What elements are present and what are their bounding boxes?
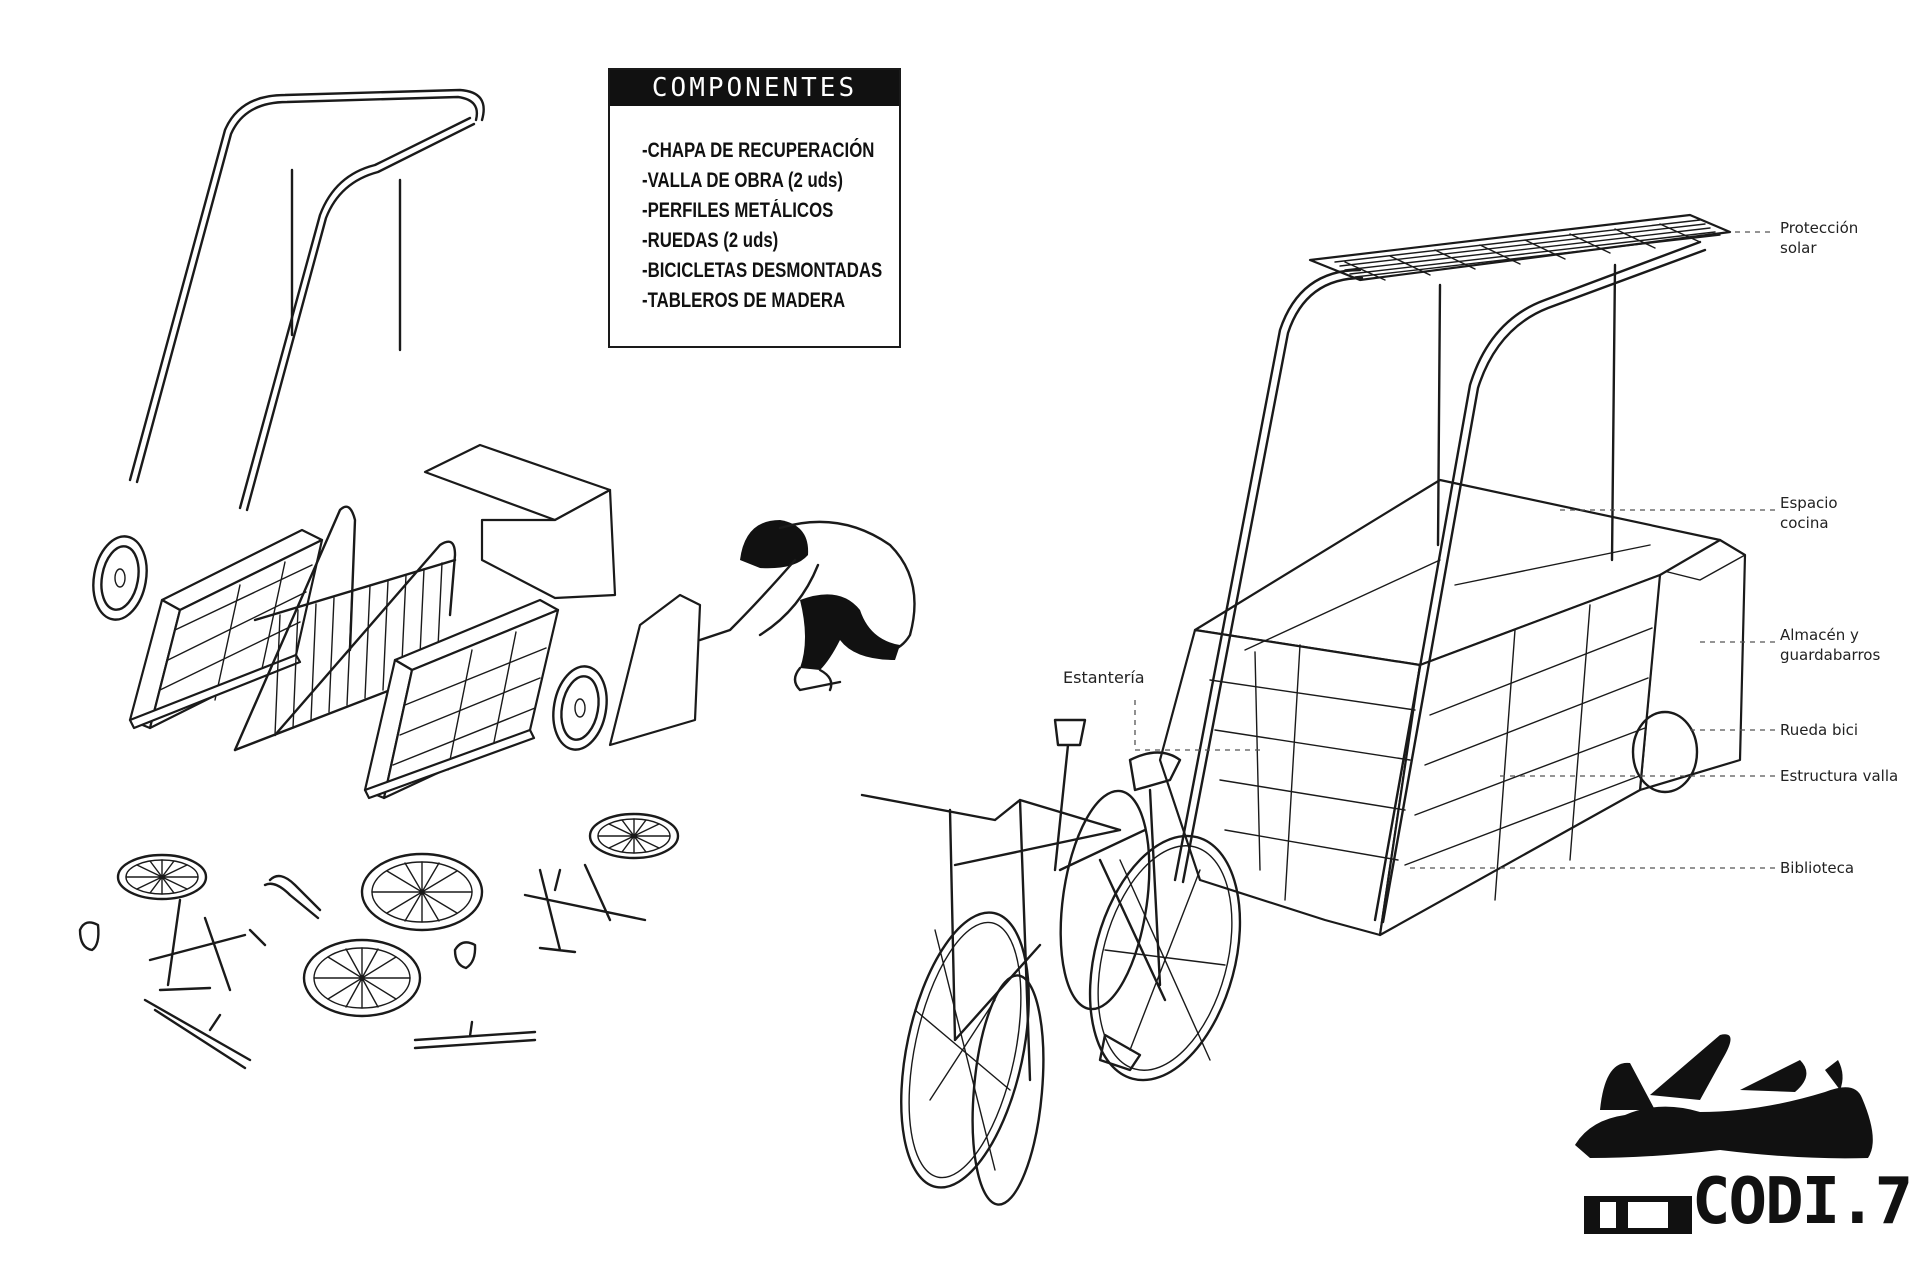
component-item: -BICICLETAS DESMONTADAS — [642, 259, 883, 282]
components-title: COMPONENTES — [610, 70, 899, 106]
component-item: -RUEDAS (2 uds) — [642, 229, 779, 252]
spoked-wheel — [588, 812, 680, 860]
wheel-disc-right — [552, 665, 608, 751]
shelf-unit-right — [363, 598, 560, 800]
spoked-wheel — [116, 853, 208, 901]
wheel-disc-left — [92, 535, 148, 621]
spoked-wheel — [360, 852, 484, 932]
solar-roof — [1308, 213, 1732, 282]
roof-arch-back — [1373, 240, 1702, 922]
pocket-knife-icon — [1575, 1034, 1873, 1234]
roof-sheet-panel — [423, 443, 617, 600]
cart-rear-wheel — [1631, 710, 1699, 794]
wooden-board — [608, 593, 702, 747]
components-box: COMPONENTES -CHAPA DE RECUPERACIÓN -VALL… — [608, 68, 901, 348]
component-item: -PERFILES METÁLICOS — [642, 199, 834, 222]
spoked-wheel — [302, 938, 422, 1018]
leader-lines — [1134, 231, 1775, 869]
bicycle-rear — [1058, 751, 1242, 1082]
component-item: -VALLA DE OBRA (2 uds) — [642, 169, 843, 192]
label-estructura-valla: Estructura valla — [1780, 767, 1899, 785]
crouching-person — [698, 520, 916, 692]
shelf-unit-left — [128, 528, 324, 730]
components-list: -CHAPA DE RECUPERACIÓN -VALLA DE OBRA (2… — [610, 106, 899, 316]
component-item: -CHAPA DE RECUPERACIÓN — [642, 139, 875, 162]
roof-arch-frame — [128, 88, 485, 512]
bicycle-front — [860, 718, 1122, 1206]
component-item: -TABLEROS DE MADERA — [642, 289, 846, 312]
disassembled-bicycle-parts — [78, 812, 680, 1070]
label-biblioteca: Biblioteca — [1780, 859, 1855, 877]
roof-arch-front — [1173, 268, 1362, 882]
assembled-cart — [860, 213, 1747, 1206]
label-rueda-bici: Rueda bici — [1780, 721, 1859, 739]
label-estanteria: Estantería — [1063, 668, 1145, 687]
logo-text: CODI.7 — [1692, 1165, 1913, 1239]
